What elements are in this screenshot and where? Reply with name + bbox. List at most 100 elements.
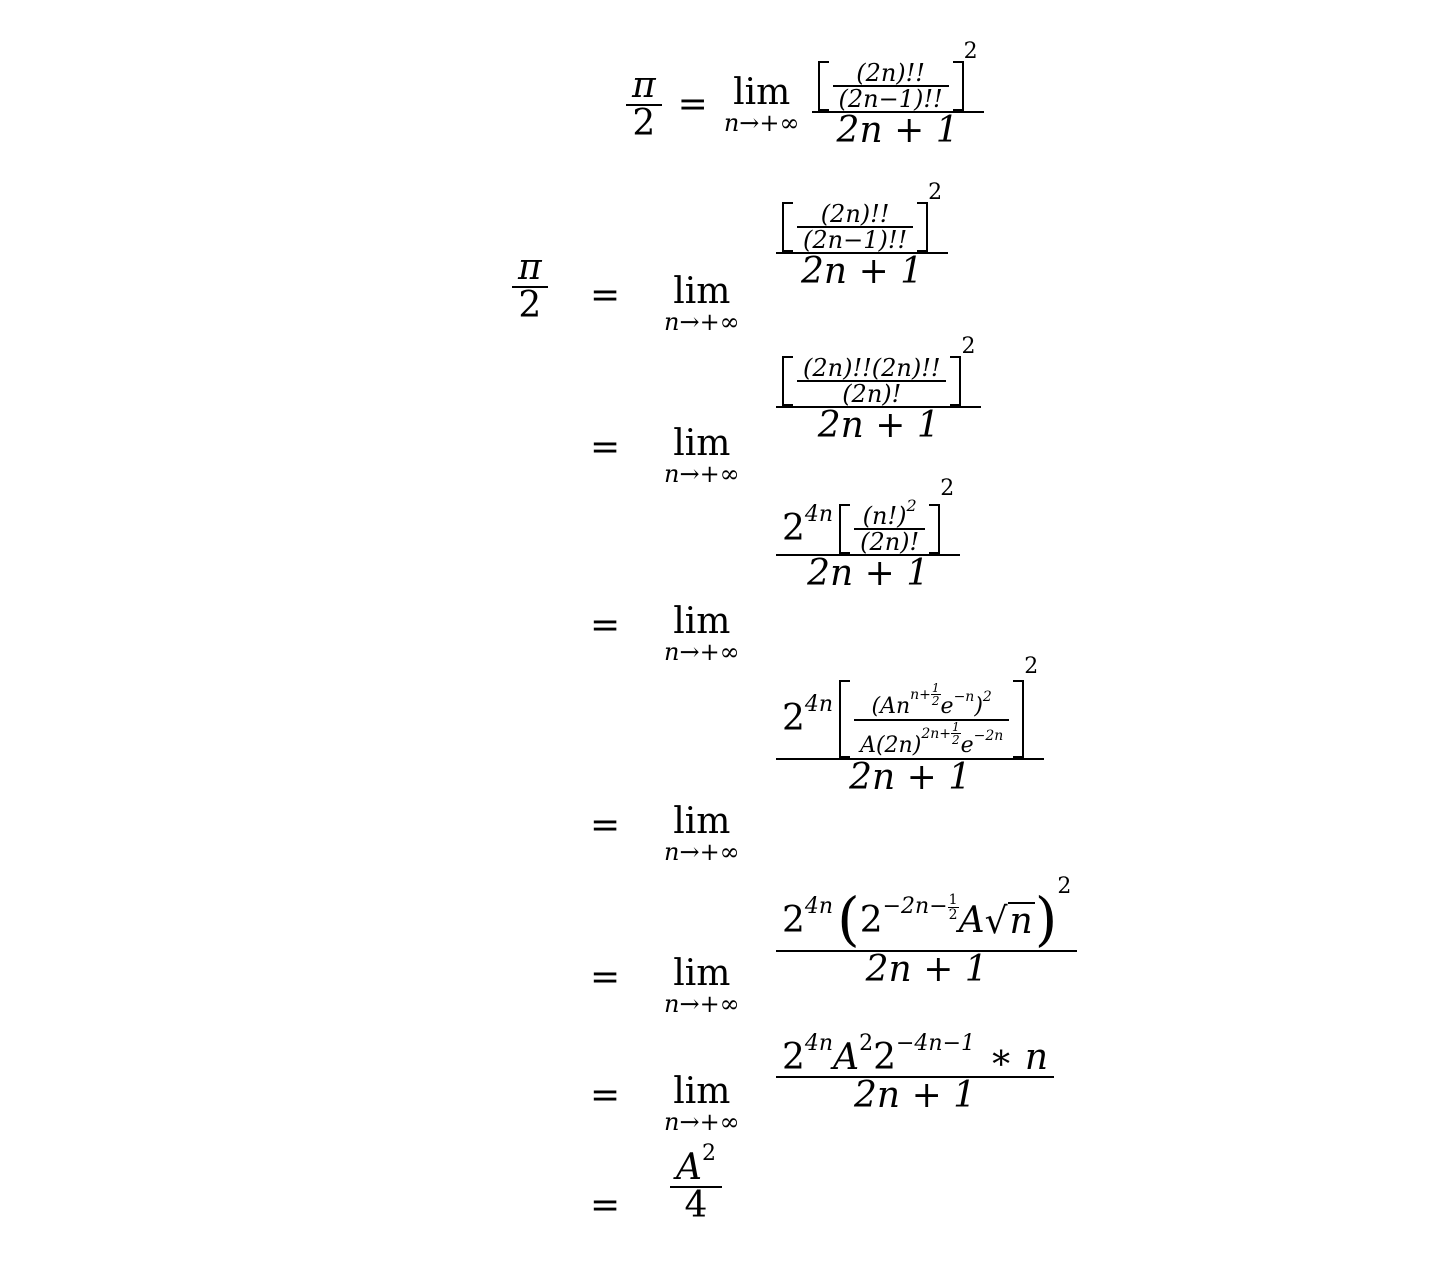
line6-num-b: A [833,1037,860,1078]
line6-num-c: 2 [873,1037,896,1078]
line7-result-numerator: A 2 [670,1143,722,1188]
line3-prefix-exponent: 4n [804,502,834,527]
line5-outer-exponent: 2 [1057,874,1072,899]
header-limit: lim n→+∞ [723,75,800,137]
line7-result-fraction: A 2 4 [670,1143,722,1226]
line4-inner-den-exp: 2n+ [921,725,951,742]
line5-main-numerator: 2 4n ( 2 −2n− 1 2 A √ n ) 2 [776,876,1077,953]
line5-lim-word: lim [673,953,731,994]
line3-lim-subscript: n→+∞ [664,638,740,666]
line4-inner-num-exp-fraction: 1 2 [930,682,941,708]
line6-limit: lim n→+∞ [664,1074,740,1135]
header-inner-numerator: (2n)!! [856,59,925,87]
line1-main-denominator: 2n + 1 [801,251,924,292]
line4-lim-word: lim [673,801,731,842]
line4-prefix-exponent: 4n [804,692,834,717]
line5-prefix-base: 2 [782,900,805,941]
line1-outer-exponent: 2 [928,180,943,205]
line1-main-fraction: (2n)!! (2n−1)!! 2 2n + 1 [776,182,949,292]
line1-lim-word: lim [673,271,731,312]
line3-limit: lim n→+∞ [664,601,740,666]
line4-inner-den-exp-frac-num: 1 [951,720,960,734]
line5-paren-exponent: −2n− [882,894,948,919]
line3-inner-fraction: (n!) 2 (2n)! [854,498,926,556]
line6-equals-sign: = [590,1075,621,1116]
header-lhs-numerator: π [632,65,656,106]
line3-main-fraction: 2 4n (n!) 2 (2n)! 2 2n + 1 [776,478,961,594]
header-bracket: (2n)!! (2n−1)!! [817,59,964,111]
radical-icon: √ [984,901,1008,942]
line5-paren-exp-frac-den: 2 [948,906,958,923]
line5-prefix-exponent: 4n [804,894,834,919]
line5-paren-tail: A [958,900,985,941]
line5-lim-subscript: n→+∞ [664,990,740,1018]
line4-inner-num-exp: n+ [910,686,931,703]
line3-inner-numerator: (n!) 2 [857,498,923,529]
line2-main-denominator: 2n + 1 [817,405,940,446]
line6-main-denominator: 2n + 1 [854,1075,977,1116]
line7-result-denominator: 4 [684,1185,708,1226]
line4-inner-numerator: (An n+ 1 2 e −n ) 2 [866,680,998,719]
line5-limit: lim n→+∞ [664,953,740,1018]
header-lhs-denominator: 2 [632,103,656,144]
line2-bracket: (2n)!!(2n)!! (2n)! [782,356,962,408]
line7-equals-sign: = [590,1185,621,1226]
line4-inner-fraction: (An n+ 1 2 e −n ) 2 A(2n) [854,680,1010,758]
line4-lim-subscript: n→+∞ [664,838,740,866]
line2-inner-fraction: (2n)!!(2n)!! (2n)! [797,356,947,408]
line4-inner-num-close: ) [974,693,983,719]
header-equation: π 2 = lim n→+∞ (2n)!! (2n−1)!! 2 2n + 1 [626,30,984,180]
line5-sqrt-argument: n [1007,901,1035,942]
line1-inner-fraction: (2n)!! (2n−1)!! [797,200,914,252]
line5-main-denominator: 2n + 1 [865,949,988,990]
line4-inner-num-exp-frac-den: 2 [931,694,940,708]
line7-result-base: A [676,1147,702,1188]
line4-inner-den-exp-fraction: 1 2 [950,720,961,747]
line1-limit: lim n→+∞ [664,271,740,336]
line1-lhs-numerator: π [518,247,542,288]
header-main-denominator: 2n + 1 [836,110,959,151]
line4-main-denominator: 2n + 1 [849,757,972,798]
line5-equals-sign: = [590,957,621,998]
line4-equals-sign: = [590,805,621,846]
line6-num-a-exponent: 4n [804,1031,834,1056]
line4-outer-exponent: 2 [1024,654,1039,679]
line4-limit: lim n→+∞ [664,801,740,866]
line4-inner-num-e: e [940,693,954,719]
line3-inner-denominator: (2n)! [860,528,920,556]
line6-num-c-exponent: −4n−1 [895,1031,976,1056]
header-inner-fraction: (2n)!! (2n−1)!! [832,59,949,111]
line1-main-numerator: (2n)!! (2n−1)!! 2 [776,182,948,252]
line4-bracket: (An n+ 1 2 e −n ) 2 A(2n) [839,680,1025,758]
line6-num-b-exponent: 2 [859,1031,874,1056]
header-main-fraction: (2n)!! (2n−1)!! 2 2n + 1 [811,41,984,151]
line2-outer-exponent: 2 [961,334,976,359]
line3-bracket: (n!) 2 (2n)! [839,498,941,556]
line5-paren-exp-fraction: 1 2 [947,893,959,923]
line2-inner-denominator: (2n)! [842,380,902,408]
line2-main-fraction: (2n)!!(2n)!! (2n)! 2 2n + 1 [776,336,982,446]
line-6: = lim n→+∞ 2 4n A 2 2 −4n−1 ∗ n 2n + 1 [590,1033,1110,1150]
line1-bracket: (2n)!! (2n−1)!! [782,200,929,252]
line4-inner-num-base: (An [871,693,911,719]
line1-lim-subscript: n→+∞ [664,308,740,336]
line5-right-paren: ) [1034,885,1058,953]
line2-lim-subscript: n→+∞ [664,460,740,488]
line2-lim-word: lim [673,423,731,464]
line3-equals-sign: = [590,605,621,646]
header-lim-subscript: n→+∞ [723,109,800,137]
line3-main-denominator: 2n + 1 [807,553,930,594]
line2-main-numerator: (2n)!!(2n)!! (2n)! 2 [776,336,981,408]
line4-inner-den-e-exp: −2n [973,727,1004,744]
line7-result-exponent: 2 [702,1141,716,1166]
line5-main-fraction: 2 4n ( 2 −2n− 1 2 A √ n ) 2 2n + 1 [776,876,1078,990]
line6-num-d: ∗ n [989,1037,1049,1078]
line1-inner-numerator: (2n)!! [820,200,890,228]
line3-prefix-base: 2 [782,508,805,549]
line6-num-a: 2 [782,1037,805,1078]
line3-lim-word: lim [673,601,731,642]
line1-lhs-fraction: π 2 [512,250,548,324]
line-7: = A 2 4 [590,1143,790,1250]
line4-inner-den-exp-frac-den: 2 [951,733,960,747]
line4-inner-den-base: A(2n) [860,732,922,758]
